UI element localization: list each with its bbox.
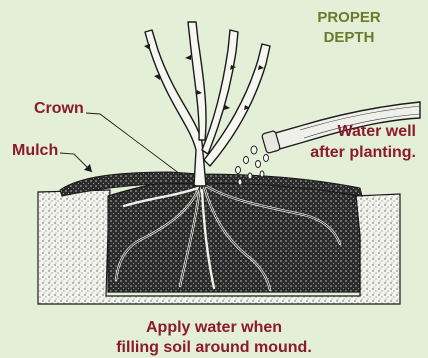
water-well-label: Water well after planting. [290,121,416,163]
proper-depth-line-1: PROPER [306,8,392,28]
water-well-line-1: Water well [290,121,416,142]
proper-depth-label: PROPER DEPTH [306,8,392,48]
planting-hole [108,178,360,292]
apply-water-label: Apply water when filling soil around mou… [0,318,428,358]
crown-label: Crown [34,99,84,118]
water-well-line-2: after planting. [290,142,416,163]
proper-depth-line-2: DEPTH [306,28,392,48]
mulch-label: Mulch [12,141,58,160]
apply-water-line-1: Apply water when [0,318,428,338]
apply-water-line-2: filling soil around mound. [0,338,428,358]
